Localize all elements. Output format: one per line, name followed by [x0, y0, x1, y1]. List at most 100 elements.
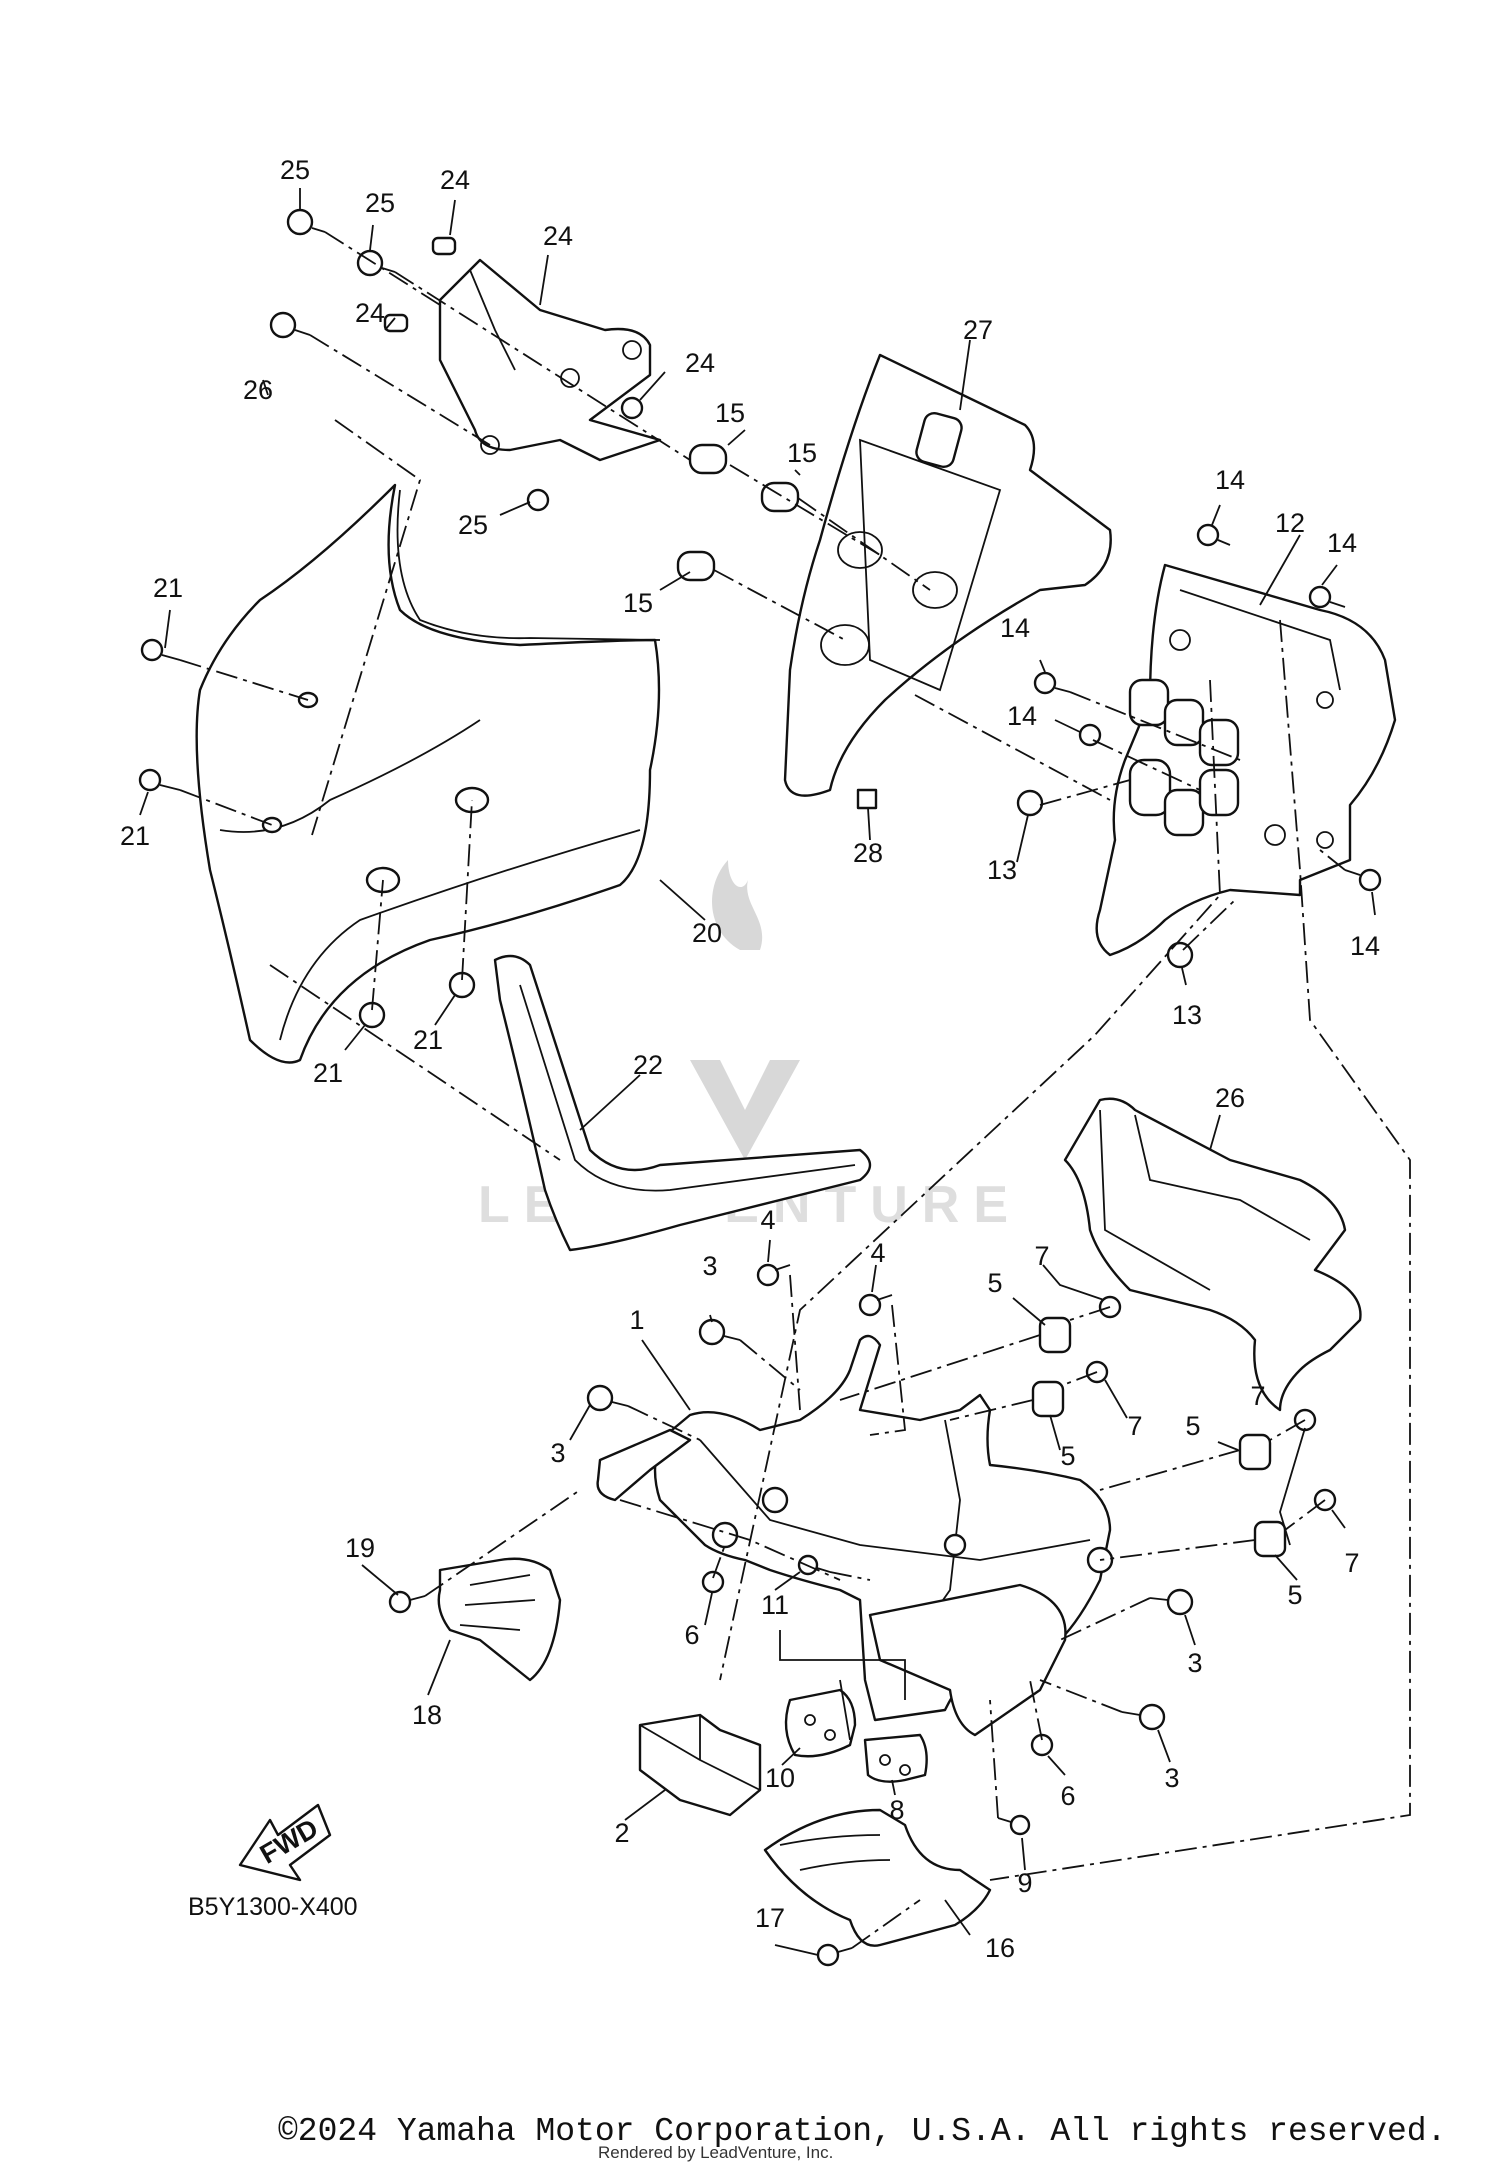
callout-16: 16 [985, 1933, 1015, 1963]
bolt-3c [1149, 1588, 1194, 1616]
callout-11: 11 [761, 1590, 789, 1620]
callout-5: 5 [1185, 1411, 1200, 1441]
nut-24d [526, 488, 550, 512]
callout-25: 26 [243, 375, 273, 405]
callout-10: 10 [765, 1763, 795, 1793]
callout-24: 24 [685, 348, 715, 378]
callout-5: 5 [987, 1268, 1002, 1298]
bolt-25c [269, 311, 311, 339]
bolt-14b [1308, 585, 1346, 609]
fwd-arrow: FWD [238, 1803, 332, 1882]
callout-8: 8 [889, 1795, 904, 1825]
callout-19: 19 [345, 1533, 375, 1563]
callout-14: 14 [1215, 465, 1245, 495]
callout-15: 15 [623, 588, 653, 618]
callout-21: 21 [413, 1025, 443, 1055]
screw-21a [140, 638, 181, 662]
clip-28 [856, 788, 878, 810]
callout-23: 24 [543, 221, 573, 251]
screw-9 [997, 1814, 1031, 1836]
callout-12: 12 [1275, 508, 1305, 538]
nut-24c [620, 396, 644, 420]
callout-15: 15 [715, 398, 745, 428]
diagram-code: B5Y1300-X400 [188, 1893, 358, 1921]
nut-6a [701, 1570, 725, 1594]
callout-26: 26 [1215, 1083, 1245, 1113]
callout-4: 4 [870, 1238, 885, 1268]
callout-labels: 25 25 26 24 24 24 25 24 27 15 15 15 14 1… [120, 155, 1380, 1963]
rendered-by-text: Rendered by LeadVenture, Inc. [598, 2143, 833, 2162]
part-12-headlight-bracket [1095, 563, 1397, 957]
collar-15a [688, 443, 728, 475]
grommet-5c [1238, 1433, 1272, 1471]
collar-24b [383, 313, 409, 333]
part-10-plate [784, 1688, 857, 1758]
screw-4a [756, 1263, 791, 1287]
callout-24: 24 [440, 165, 470, 195]
callout-20: 20 [692, 918, 722, 948]
bolt-3a [698, 1318, 741, 1346]
callout-24: 24 [355, 298, 385, 328]
callout-24: 25 [458, 510, 488, 540]
bolt-25a [286, 208, 326, 236]
callout-14: 14 [1327, 528, 1357, 558]
grommet-5d [1253, 1520, 1287, 1558]
callout-7: 7 [1250, 1381, 1265, 1411]
screw-21b [138, 768, 181, 792]
callout-4: 4 [760, 1205, 775, 1235]
bolt-14e [1344, 868, 1382, 892]
callout-6: 6 [1060, 1781, 1075, 1811]
copyright-text: ©2024 Yamaha Motor Corporation, U.S.A. A… [278, 2113, 1446, 2150]
callout-1: 1 [629, 1305, 644, 1335]
part-20-windshield [195, 483, 661, 1064]
collar-24a [431, 236, 457, 256]
callout-27: 27 [963, 315, 993, 345]
callout-25: 25 [280, 155, 310, 185]
part-8-plate [863, 1733, 928, 1783]
callout-7: 7 [1127, 1411, 1142, 1441]
part-16-cover [763, 1808, 992, 1947]
bolt-14a [1196, 523, 1231, 547]
callout-18: 18 [412, 1700, 442, 1730]
grommet-13b [1166, 941, 1194, 969]
part-18-cover [437, 1557, 562, 1682]
bolt-3d [1121, 1703, 1166, 1731]
callout-9: 9 [1017, 1868, 1032, 1898]
callout-5: 5 [1060, 1441, 1075, 1471]
callout-21: 21 [120, 821, 150, 851]
grommet-5a [1038, 1316, 1072, 1354]
callout-14: 14 [1007, 701, 1037, 731]
callout-22: 22 [633, 1050, 663, 1080]
screw-4b [858, 1293, 893, 1317]
callout-7: 7 [1034, 1241, 1049, 1271]
bolt-25b [356, 249, 396, 277]
fasteners [138, 208, 1382, 1967]
callout-5: 5 [1287, 1580, 1302, 1610]
callout-21: 21 [313, 1058, 343, 1088]
callout-3: 3 [1164, 1763, 1179, 1793]
part-23-bracket [438, 258, 662, 462]
leader-lines [139, 188, 1376, 1956]
callout-2: 2 [614, 1818, 629, 1848]
assembly-lines [179, 231, 1411, 1949]
grommet-5b [1031, 1380, 1065, 1418]
grommet-13a [1016, 789, 1044, 817]
callout-3: 3 [550, 1438, 565, 1468]
screw-17 [816, 1943, 853, 1967]
bolt-3b [586, 1384, 629, 1412]
callout-17: 17 [755, 1903, 785, 1933]
nut-6b [1030, 1733, 1054, 1757]
callout-7: 7 [1344, 1548, 1359, 1578]
callout-25: 25 [365, 188, 395, 218]
callout-3: 3 [1187, 1648, 1202, 1678]
callout-28: 28 [853, 838, 883, 868]
callout-13: 13 [1172, 1000, 1202, 1030]
part-26-side-panel [1063, 1097, 1362, 1412]
callout-6: 6 [684, 1620, 699, 1650]
callout-14: 14 [1350, 931, 1380, 961]
callout-3: 3 [702, 1251, 717, 1281]
screw-19 [388, 1590, 426, 1614]
bolt-14c [1033, 671, 1071, 695]
callout-13: 13 [987, 855, 1017, 885]
